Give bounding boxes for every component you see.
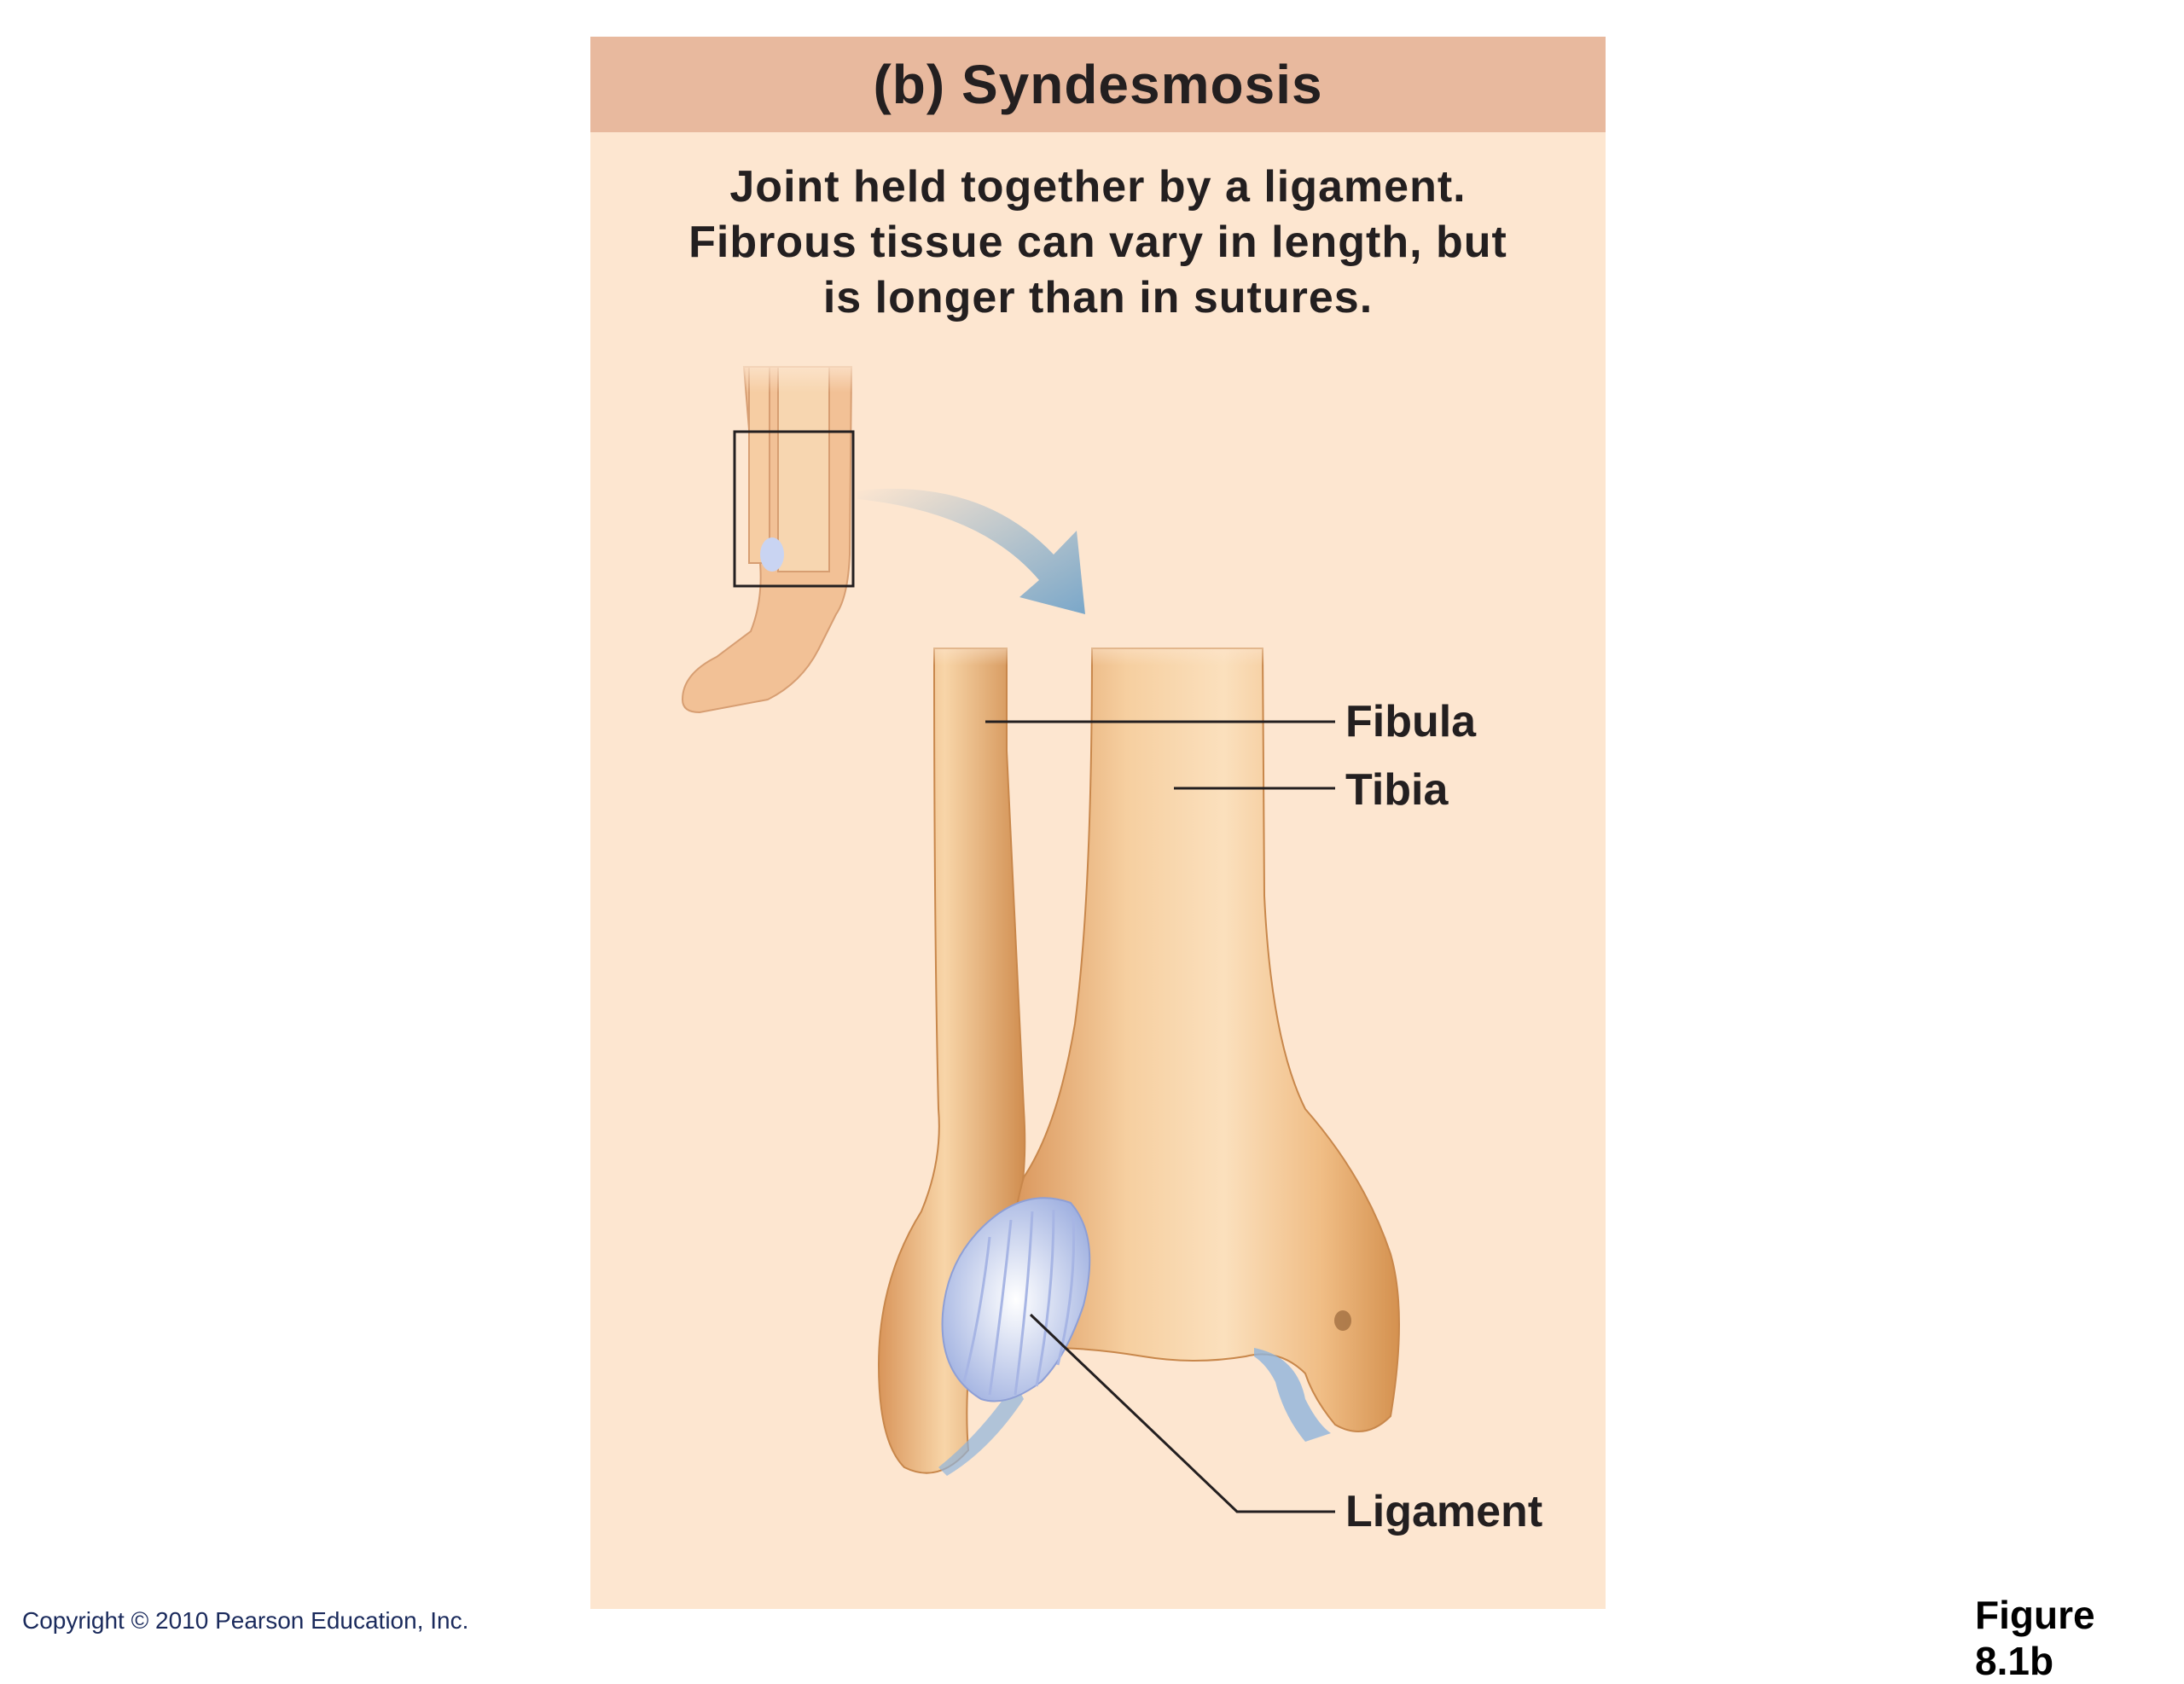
bone-top-fade	[921, 631, 1280, 665]
description: Joint held together by a ligament. Fibro…	[590, 160, 1606, 326]
zoom-box	[733, 430, 855, 588]
ligament	[941, 1197, 1091, 1402]
tibia-bone	[938, 647, 1400, 1476]
leg-thumbnail	[681, 358, 870, 714]
zoom-arrow	[857, 488, 1085, 614]
tibia-shape	[1009, 647, 1400, 1432]
arrow-shape	[857, 488, 1085, 614]
copyright-notice: Copyright © 2010 Pearson Education, Inc.	[22, 1607, 469, 1634]
ligament-thumb-shape	[760, 537, 784, 572]
figure-number: Figure 8.1b	[1975, 1593, 2095, 1683]
fibula-thumb-shape	[748, 366, 770, 564]
cartilage-fibula-shape	[938, 1382, 1024, 1476]
panel-header	[590, 37, 1606, 132]
anatomy-illustration	[681, 358, 1400, 1513]
ligament-label: Ligament	[1345, 1487, 1543, 1536]
tibia-label: Tibia	[1345, 765, 1449, 815]
fibula-label: Fibula	[1345, 697, 1477, 746]
tibia-thumb-shape	[777, 366, 830, 572]
description-line-3: is longer than in sutures.	[822, 273, 1374, 322]
ligament-fibers	[962, 1209, 1076, 1396]
ligament-leader-line	[1029, 1313, 1335, 1513]
foramen-shape	[1334, 1310, 1351, 1331]
thumb-fade	[734, 358, 870, 392]
panel-title: (b) Syndesmosis	[873, 54, 1323, 115]
cartilage-shape	[1254, 1348, 1331, 1442]
description-line-1: Joint held together by a ligament.	[729, 162, 1467, 212]
description-line-2: Fibrous tissue can vary in length, but	[688, 218, 1507, 267]
